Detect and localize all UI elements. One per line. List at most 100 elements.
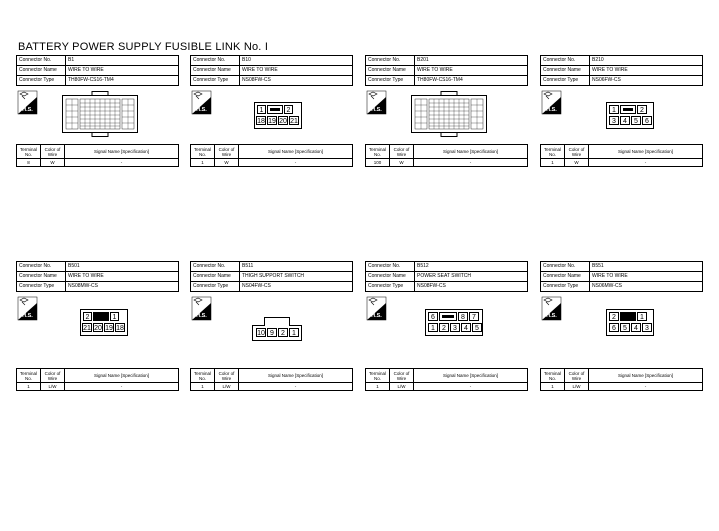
pin: 18 — [115, 323, 125, 332]
connector-type-value: NS08MW-CS — [65, 281, 179, 292]
connector-no-value: B511 — [239, 261, 353, 272]
signal-name-cell: - — [238, 382, 353, 391]
connector-name-value: WIRE TO WIRE — [65, 65, 179, 76]
connector-type-label: Connector Type — [190, 75, 240, 86]
pin: 1 — [428, 323, 438, 332]
connector-type-label: Connector Type — [16, 75, 66, 86]
pin: 5 — [631, 116, 641, 125]
connector-face-area: H.S. 2 1 6 5 4 3 — [540, 292, 703, 354]
color-of-wire-header: Color of Wire — [389, 144, 414, 159]
connector-type-value: NS06MW-CS — [589, 281, 703, 292]
pin: 19 — [104, 323, 114, 332]
signal-name-cell: - — [413, 382, 528, 391]
signal-name-header: Signal Name [Specification] — [588, 368, 703, 383]
signal-name-header: Signal Name [Specification] — [413, 368, 528, 383]
connector-name-label: Connector Name — [16, 271, 66, 282]
connector-type-label: Connector Type — [540, 75, 590, 86]
connector-no-label: Connector No. — [190, 55, 240, 66]
pin-connector-diagram: 1 2 18 19 20 21 — [254, 102, 302, 129]
connector-face-area: H.S. 6 8 7 1 2 3 4 5 — [365, 292, 528, 354]
svg-text:H.S.: H.S. — [22, 107, 33, 113]
wire-color-cell: W — [40, 158, 65, 167]
pin: 2 — [609, 312, 619, 321]
connector-name-value: WIRE TO WIRE — [65, 271, 179, 282]
connector-no-label: Connector No. — [365, 55, 415, 66]
connector-type-label: Connector Type — [365, 75, 415, 86]
pin-connector-diagram: 2 1 21 20 19 18 — [80, 309, 128, 336]
connector-type-label: Connector Type — [190, 281, 240, 292]
pin: 1 — [609, 105, 619, 114]
svg-text:H.S.: H.S. — [196, 313, 207, 319]
pin: 3 — [642, 323, 652, 332]
terminal-no-header: Terminal No. — [365, 144, 390, 159]
color-of-wire-header: Color of Wire — [40, 144, 65, 159]
signal-name-cell: - — [238, 158, 353, 167]
pin: 4 — [631, 323, 641, 332]
signal-name-header: Signal Name [Specification] — [588, 144, 703, 159]
signal-name-header: Signal Name [Specification] — [64, 144, 179, 159]
pin: 5 — [472, 323, 482, 332]
hs-icon: H.S. — [191, 90, 212, 115]
terminal-no-cell: 1 — [16, 382, 41, 391]
signal-name-cell: - — [64, 158, 179, 167]
pin: 21 — [82, 323, 92, 332]
signal-name-cell: - — [588, 158, 703, 167]
svg-text:H.S.: H.S. — [196, 107, 207, 113]
pin: 1 — [289, 328, 299, 337]
wire-color-cell: W — [389, 158, 414, 167]
pin: 9 — [267, 328, 277, 337]
connector-no-label: Connector No. — [16, 261, 66, 272]
svg-text:H.S.: H.S. — [546, 313, 557, 319]
connector-name-label: Connector Name — [540, 271, 590, 282]
connector-no-label: Connector No. — [365, 261, 415, 272]
terminal-no-header: Terminal No. — [16, 368, 41, 383]
hs-icon: H.S. — [17, 296, 38, 321]
pin: 19 — [267, 116, 277, 125]
pin: 6 — [428, 312, 438, 321]
connector-no-label: Connector No. — [190, 261, 240, 272]
multi-pin-connector-diagram — [411, 91, 487, 137]
hs-icon: H.S. — [366, 90, 387, 115]
terminal-no-header: Terminal No. — [365, 368, 390, 383]
pin: 10 — [256, 328, 266, 337]
signal-name-cell: - — [588, 382, 703, 391]
connector-name-label: Connector Name — [190, 271, 240, 282]
connector-face-area: H.S. — [16, 86, 179, 144]
connector-no-value: B201 — [414, 55, 528, 66]
connector-type-value: TH80FW-CS16-TM4 — [414, 75, 528, 86]
connector-face-area: H.S. 1 2 18 19 20 21 — [190, 86, 353, 144]
pin: 1 — [637, 312, 647, 321]
pin: 3 — [450, 323, 460, 332]
connector-name-value: WIRE TO WIRE — [589, 271, 703, 282]
pin: 2 — [278, 328, 288, 337]
connector-name-label: Connector Name — [365, 65, 415, 76]
connector-no-value: B10 — [239, 55, 353, 66]
wire-color-cell: W — [214, 158, 239, 167]
terminal-no-header: Terminal No. — [16, 144, 41, 159]
connector-face-area: H.S. 1 2 3 4 5 6 — [540, 86, 703, 144]
pin: 2 — [637, 105, 647, 114]
terminal-no-header: Terminal No. — [540, 368, 565, 383]
svg-text:H.S.: H.S. — [546, 107, 557, 113]
pin: 1 — [257, 105, 266, 114]
pin: 5 — [620, 323, 630, 332]
pin: 2 — [439, 323, 449, 332]
page-title: BATTERY POWER SUPPLY FUSIBLE LINK No. I — [18, 41, 269, 53]
connector-name-value: THIGH SUPPORT SWITCH — [239, 271, 353, 282]
connector-type-value: NS08FW-CS — [239, 75, 353, 86]
wire-color-cell: L/W — [214, 382, 239, 391]
signal-name-cell: - — [64, 382, 179, 391]
terminal-no-cell: 1 — [190, 382, 215, 391]
terminal-no-header: Terminal No. — [540, 144, 565, 159]
color-of-wire-header: Color of Wire — [564, 144, 589, 159]
connector-no-label: Connector No. — [540, 261, 590, 272]
